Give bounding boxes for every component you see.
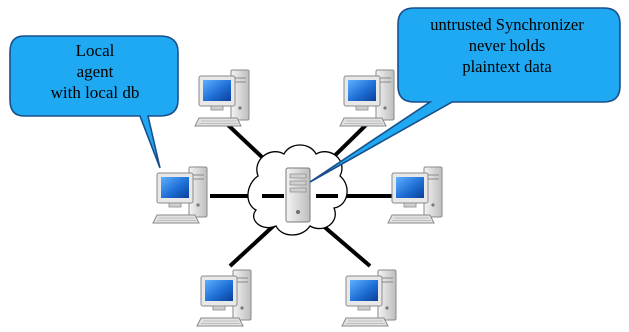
desktop-computer-icon <box>196 269 252 327</box>
local-agent-line-1: Local <box>75 41 115 60</box>
desktop-computer-icon <box>152 166 208 224</box>
synchronizer-callout-text: untrusted Synchronizer never holds plain… <box>396 14 618 77</box>
desktop-computer-icon <box>339 69 395 127</box>
server-tower-icon <box>285 167 311 223</box>
local-agent-callout-text: Local agent with local db <box>20 40 170 103</box>
synchronizer-callout <box>309 7 621 183</box>
synchronizer-line-2: never holds <box>468 36 546 55</box>
local-agent-line-2: agent <box>76 62 114 81</box>
synchronizer-line-3: plaintext data <box>462 57 552 76</box>
local-agent-callout <box>9 35 179 169</box>
desktop-computer-icon <box>194 69 250 127</box>
desktop-computer-icon <box>387 166 443 224</box>
desktop-computer-icon <box>341 269 397 327</box>
local-agent-line-3: with local db <box>50 83 140 102</box>
synchronizer-line-1: untrusted Synchronizer <box>430 15 584 34</box>
